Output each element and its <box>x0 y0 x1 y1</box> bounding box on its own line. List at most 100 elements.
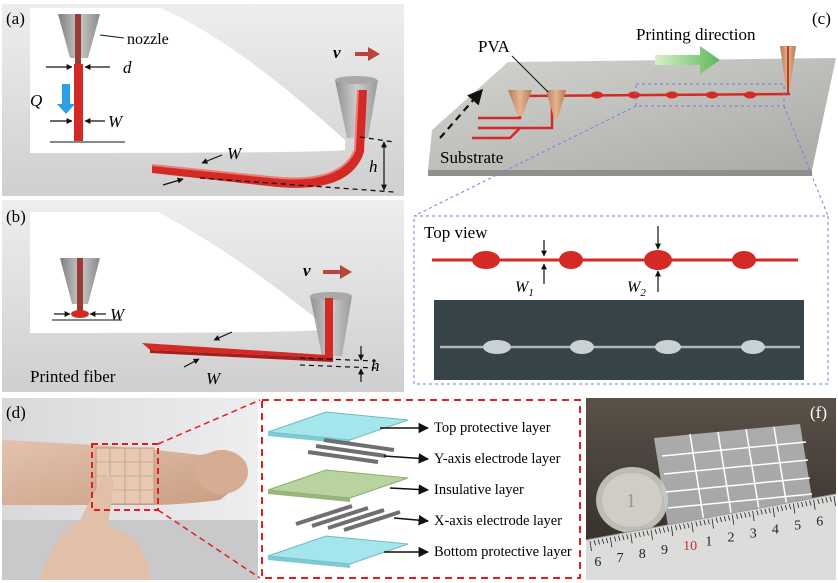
ruler-tick <box>593 540 596 546</box>
ruler-tick <box>780 505 784 511</box>
ruler-tick <box>618 535 621 541</box>
ruler-tick <box>744 512 747 518</box>
w-inset-label-a: W <box>108 112 124 131</box>
svg-text:1: 1 <box>626 490 636 512</box>
ruler-tick <box>825 497 828 503</box>
w-inset-label-b: W <box>110 305 126 324</box>
ruler-tick <box>792 503 796 514</box>
layer-label-x-electrode: X-axis electrode layer <box>434 513 562 529</box>
ruler-tick <box>605 537 609 544</box>
w1-sub: 1 <box>528 287 534 299</box>
svg-text:W2: W2 <box>627 279 646 299</box>
ruler-tick <box>642 531 645 537</box>
ruler-tick <box>801 501 804 508</box>
ruler-tick <box>654 528 657 535</box>
w-fiber-label-b: W <box>206 369 222 388</box>
ruler-tick <box>740 513 743 519</box>
ruler-number: 4 <box>772 522 779 537</box>
ruler-tick <box>748 511 751 517</box>
layer-label-insulative: Insulative layer <box>434 482 524 498</box>
ruler-tick <box>736 513 739 520</box>
ruler-tick <box>727 515 731 521</box>
panel-a-label: (a) <box>6 9 25 28</box>
panel-d-label: (d) <box>6 403 26 422</box>
ruler-tick <box>614 536 617 542</box>
printed-fiber-label: Printed fiber <box>30 367 116 386</box>
ruler-tick <box>776 506 779 512</box>
ruler-tick <box>805 501 808 507</box>
panel-f-label: (f) <box>810 403 827 422</box>
ruler-number: 8 <box>639 547 646 562</box>
q-label: Q <box>30 91 42 110</box>
ruler-number: 1 <box>705 535 712 550</box>
ruler-tick <box>788 504 792 510</box>
layer-label-bottom-protective: Bottom protective layer <box>434 544 572 560</box>
ruler-tick <box>797 502 800 508</box>
ruler-tick <box>622 534 625 541</box>
ruler-tick <box>646 530 649 536</box>
d-label: d <box>123 58 132 77</box>
top-view-label: Top view <box>424 223 488 242</box>
substrate-label: Substrate <box>440 148 503 167</box>
ruler-number: 2 <box>728 531 735 546</box>
w2-label: W <box>627 279 642 296</box>
layer-label-y-electrode: Y-axis electrode layer <box>434 451 561 467</box>
ruler-tick <box>650 529 653 540</box>
ruler-tick <box>711 518 714 529</box>
ruler-tick <box>597 539 601 545</box>
panel-c: (c) PVA Printing direction Substrate Top… <box>408 4 836 386</box>
ruler-tick <box>666 526 670 532</box>
printing-direction-label: Printing direction <box>636 25 756 44</box>
ruler-tick <box>731 514 735 525</box>
ruler-number: 9 <box>661 543 668 558</box>
ruler-tick <box>784 504 788 511</box>
ruler-number: 10 <box>683 539 697 554</box>
w-fiber-label-a: W <box>227 144 243 163</box>
panel-b: (b) W W v h Printed fiber <box>2 200 404 392</box>
ruler-number: 7 <box>617 551 624 566</box>
panel-b-label: (b) <box>6 207 26 226</box>
panel-a: (a) nozzle d Q W W v h <box>2 4 404 196</box>
ruler-tick <box>699 520 702 526</box>
ruler-tick <box>626 534 629 540</box>
ruler-tick <box>675 525 678 531</box>
ruler-tick <box>634 532 637 538</box>
ruler-tick <box>589 540 592 552</box>
h-label-a: h <box>369 157 378 176</box>
ruler-tick <box>609 537 613 548</box>
ruler-tick <box>813 499 816 510</box>
ruler-tick <box>764 508 767 514</box>
ruler-tick <box>719 516 723 523</box>
ruler-tick <box>687 522 690 529</box>
ruler-tick <box>683 523 686 529</box>
ruler-tick <box>817 498 820 505</box>
ruler-tick <box>691 522 694 533</box>
h-label-b: h <box>371 356 380 375</box>
ruler-number: 5 <box>794 518 801 533</box>
ruler-number: 6 <box>816 514 823 529</box>
ruler-tick <box>833 495 836 507</box>
ruler-ticks <box>589 495 836 552</box>
ruler-tick <box>821 498 824 504</box>
ruler-tick <box>756 510 759 516</box>
ruler-tick <box>723 516 727 522</box>
panel-d: (d) Top protective layer Y-axis electrod… <box>2 398 581 580</box>
ruler-tick <box>760 509 763 515</box>
ruler-tick <box>829 496 832 502</box>
ruler-tick <box>715 517 718 523</box>
ruler-tick <box>768 507 771 514</box>
w2-sub: 2 <box>640 287 646 299</box>
nozzle-label: nozzle <box>127 31 169 48</box>
ruler-number: 3 <box>750 527 757 542</box>
panel-c-label: (c) <box>812 9 831 28</box>
ruler-tick <box>809 500 812 506</box>
svg-text:W1: W1 <box>515 279 534 299</box>
ruler-tick <box>695 521 698 527</box>
v-label-a: v <box>333 43 341 62</box>
ruler-tick <box>772 507 775 518</box>
ruler-tick <box>658 528 662 534</box>
ruler-number: 6 <box>594 555 601 570</box>
